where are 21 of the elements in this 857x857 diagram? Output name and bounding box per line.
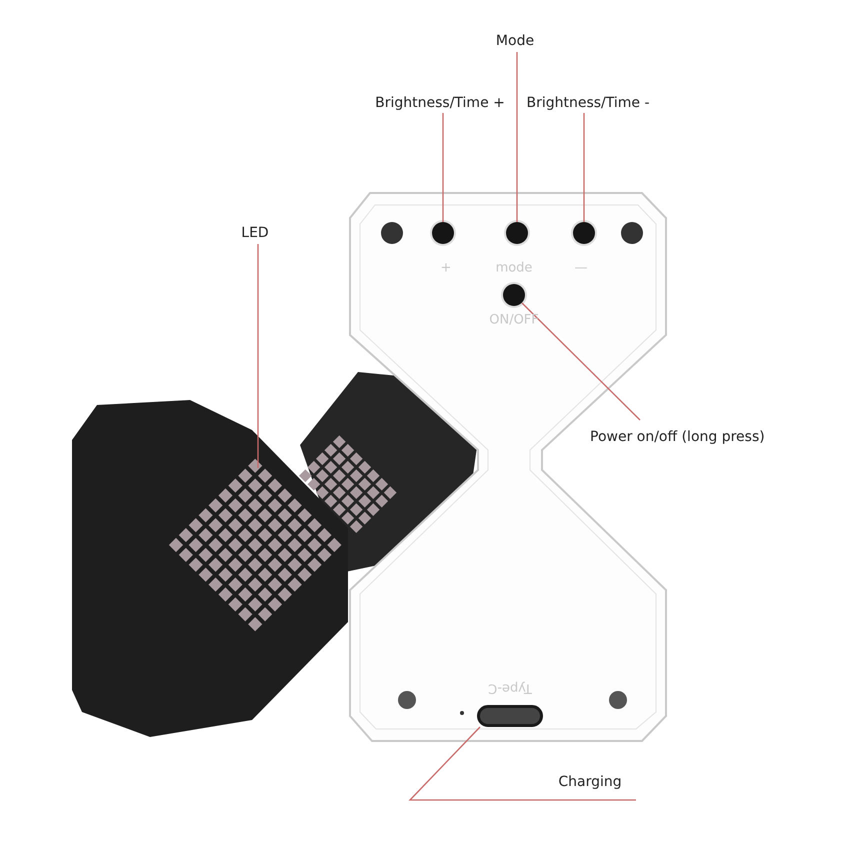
- button-marking: —: [574, 260, 588, 276]
- leader-line: [583, 113, 585, 222]
- leader-line: [408, 726, 636, 801]
- callout-label: Brightness/Time +: [375, 95, 505, 111]
- callout-label: Mode: [496, 33, 534, 49]
- usb-port: [477, 705, 543, 727]
- callout-label: Brightness/Time -: [526, 95, 650, 111]
- leader-line: [522, 302, 640, 420]
- power-button: [503, 284, 525, 306]
- leader-line: [516, 52, 518, 222]
- callout-label: Power on/off (long press): [590, 429, 765, 445]
- led-matrix-drawing: [168, 435, 397, 632]
- button-marking: +: [440, 260, 452, 276]
- push-button: [506, 222, 528, 244]
- button-marking: ON/OFF: [489, 312, 539, 328]
- leader-line: [257, 244, 259, 468]
- callout-label: LED: [241, 225, 269, 241]
- push-button: [432, 222, 454, 244]
- callout-label: Charging: [558, 774, 622, 790]
- push-button: [573, 222, 595, 244]
- leader-line: [442, 113, 444, 222]
